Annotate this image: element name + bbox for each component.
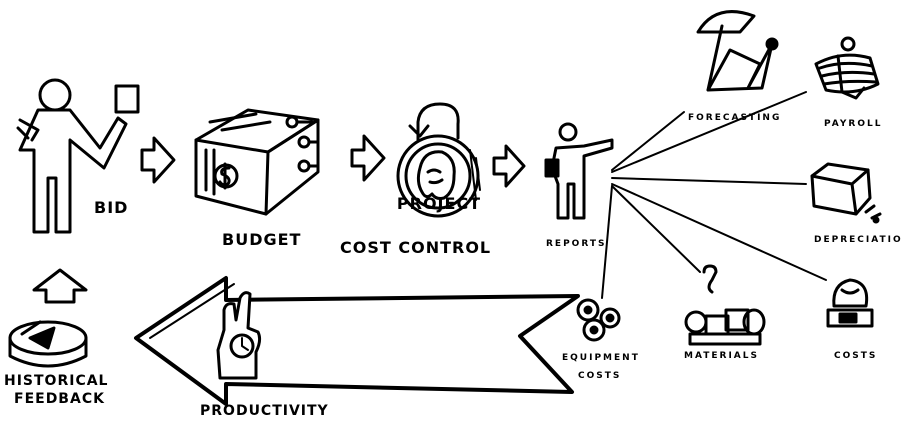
costs-machine-icon	[826, 278, 874, 328]
costs-label: COSTS	[834, 351, 878, 361]
project-label: PROJECT	[396, 194, 482, 213]
productivity-label: PRODUCTIVITY	[200, 403, 329, 419]
feedback-label: FEEDBACK	[14, 391, 105, 407]
budget-label: BUDGET	[222, 230, 302, 249]
block-icon	[810, 162, 882, 224]
cost-control-label: COST CONTROL	[340, 238, 492, 257]
arrow-right-icon	[140, 136, 176, 184]
umbrella-icon	[696, 10, 779, 92]
arrow-left-big-icon	[134, 276, 580, 406]
depreciation-label: DEPRECIATIO	[814, 235, 901, 245]
hand-pointing-icon	[216, 291, 262, 380]
bid-person-icon	[16, 78, 140, 234]
materials-label: MATERIALS	[684, 351, 759, 361]
gears-icon	[576, 298, 621, 342]
payroll-person-icon	[814, 36, 880, 100]
arrow-right-icon	[350, 134, 386, 182]
arrow-right-icon	[492, 144, 526, 188]
historical-label: HISTORICAL	[4, 373, 109, 389]
arrow-up-icon	[32, 268, 88, 304]
bid-label: BID	[94, 198, 129, 217]
report-connector-lines	[601, 91, 827, 299]
payroll-label: PAYROLL	[824, 119, 883, 129]
budget-box-icon	[194, 108, 320, 216]
equipment-label: EQUIPMENT	[562, 353, 640, 363]
padlock-coin-icon	[396, 102, 481, 218]
equipment-costs-label: COSTS	[578, 371, 622, 381]
historical-disc-icon	[8, 320, 88, 368]
forecasting-label: FORECASTING	[688, 113, 782, 123]
presenter-icon	[544, 122, 614, 220]
reports-label: REPORTS	[546, 239, 607, 249]
materials-pile-icon	[684, 264, 766, 346]
